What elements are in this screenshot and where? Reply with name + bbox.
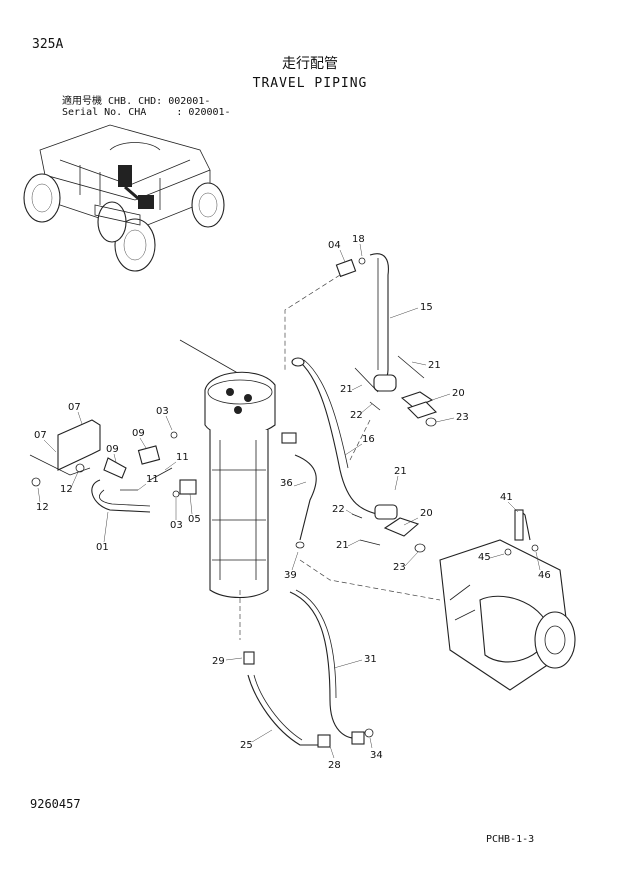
callout-03-b: 03	[170, 520, 183, 531]
sheet-id: 325A	[32, 37, 64, 52]
callout-25: 25	[240, 740, 253, 751]
callout-20-a: 20	[452, 388, 465, 399]
title-japanese: 走行配管	[282, 56, 338, 72]
hose-25-31	[243, 589, 374, 748]
title-english: TRAVEL PIPING	[252, 76, 368, 91]
callout-21-b: 21	[340, 384, 353, 395]
callout-05: 05	[188, 514, 201, 525]
pipe-01-assembly	[29, 419, 180, 513]
callout-07-a: 07	[68, 402, 81, 413]
callout-11-b: 11	[146, 474, 159, 485]
callout-07-b: 07	[34, 430, 47, 441]
travel-motor	[439, 509, 576, 691]
callout-45: 45	[478, 552, 491, 563]
callout-21-c: 21	[394, 466, 407, 477]
callout-03-a: 03	[156, 406, 169, 417]
serial-line-1: 適用号機 CHB. CHD: 002001-	[62, 96, 211, 107]
machine-thumbnail	[23, 124, 225, 272]
callout-34: 34	[370, 750, 383, 761]
callout-31: 31	[364, 654, 377, 665]
dashed-references	[239, 274, 441, 640]
callout-41: 41	[500, 492, 513, 503]
callout-28: 28	[328, 760, 341, 771]
callout-11-a: 11	[176, 452, 189, 463]
callout-22-b: 22	[332, 504, 345, 515]
callout-23-b: 23	[393, 562, 406, 573]
callout-20-b: 20	[420, 508, 433, 519]
swivel-joint	[179, 339, 297, 598]
callout-29: 29	[212, 656, 225, 667]
page-code: PCHB-1-3	[486, 834, 535, 845]
callout-21-d: 21	[336, 540, 349, 551]
callout-01: 01	[96, 542, 109, 553]
callout-16: 16	[362, 434, 375, 445]
callout-04: 04	[328, 240, 341, 251]
hose-16-36	[291, 357, 426, 553]
pipe-15-assembly	[335, 253, 438, 427]
callout-labels: 04 18 15 21 21 20 22 23 16 21 22 20 21 2…	[34, 234, 551, 771]
callout-09-b: 09	[106, 444, 119, 455]
serial-line-2: Serial No. CHA : 020001-	[62, 107, 231, 118]
callout-12-b: 12	[36, 502, 49, 513]
callout-23-a: 23	[456, 412, 469, 423]
callout-09-a: 09	[132, 428, 145, 439]
callout-21-a: 21	[428, 360, 441, 371]
callout-15: 15	[420, 302, 433, 313]
callout-39: 39	[284, 570, 297, 581]
callout-22-a: 22	[350, 410, 363, 421]
callout-12-a: 12	[60, 484, 73, 495]
document-number: 9260457	[30, 797, 81, 811]
callout-36: 36	[280, 478, 293, 489]
callout-46: 46	[538, 570, 551, 581]
callout-18: 18	[352, 234, 365, 245]
